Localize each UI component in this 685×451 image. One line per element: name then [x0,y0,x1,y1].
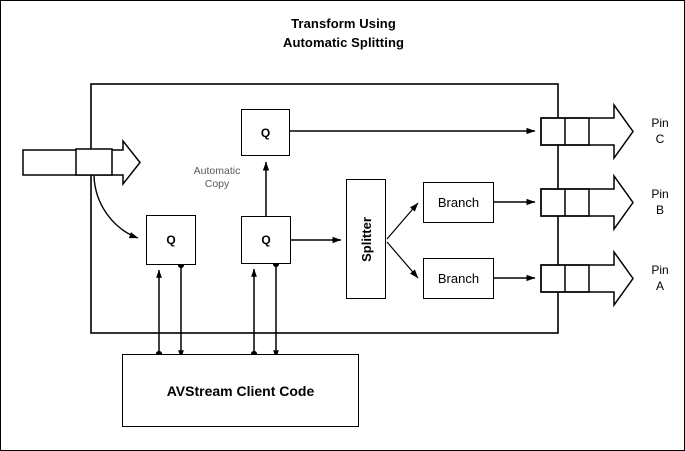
title-line-1: Transform Using [291,16,396,31]
annotation-automatic-copy-line-1: Automatic [193,165,241,177]
pin-c-label: Pin C [638,115,682,147]
node-queue-main-label: Q [261,233,271,247]
input-to-queue-curve [93,175,139,239]
title-line-2: Automatic Splitting [282,35,405,50]
splitter-to-branch-bottom-line [386,241,419,279]
node-queue-input[interactable]: Q [146,215,196,265]
input-pin-box [75,148,113,176]
pin-a-label-line-1: Pin [651,263,669,277]
node-queue-copy[interactable]: Q [241,109,290,156]
node-branch-bottom-label: Branch [437,271,480,286]
pin-a-label: Pin A [638,262,682,294]
node-queue-copy-label: Q [260,125,271,140]
node-branch-bottom[interactable]: Branch [423,258,494,299]
pin-b-label-line-2: B [655,203,664,217]
page-title: Transform Using Automatic Splitting [1,14,684,52]
annotation-automatic-copy: Automatic Copy [182,165,252,191]
node-branch-top[interactable]: Branch [423,182,494,223]
pin-b-label: Pin B [638,186,682,218]
node-queue-main[interactable]: Q [241,216,291,264]
pin-c-label-line-2: C [655,132,665,146]
pin-a-label-line-2: A [655,279,664,293]
node-client-code-label: AVStream Client Code [166,382,315,399]
node-splitter-label: Splitter [358,216,374,262]
node-branch-top-label: Branch [437,195,480,210]
splitter-to-branch-top-line [386,202,419,240]
pin-c-label-line-1: Pin [651,116,669,130]
pin-b-arrow [540,173,634,232]
node-queue-input-label: Q [166,233,176,247]
node-client-code[interactable]: AVStream Client Code [122,354,359,427]
annotation-automatic-copy-line-2: Copy [204,178,230,190]
pin-a-arrow [540,249,634,308]
pin-c-arrow [540,102,634,161]
pin-b-label-line-1: Pin [651,187,669,201]
node-splitter[interactable]: Splitter [346,179,386,299]
